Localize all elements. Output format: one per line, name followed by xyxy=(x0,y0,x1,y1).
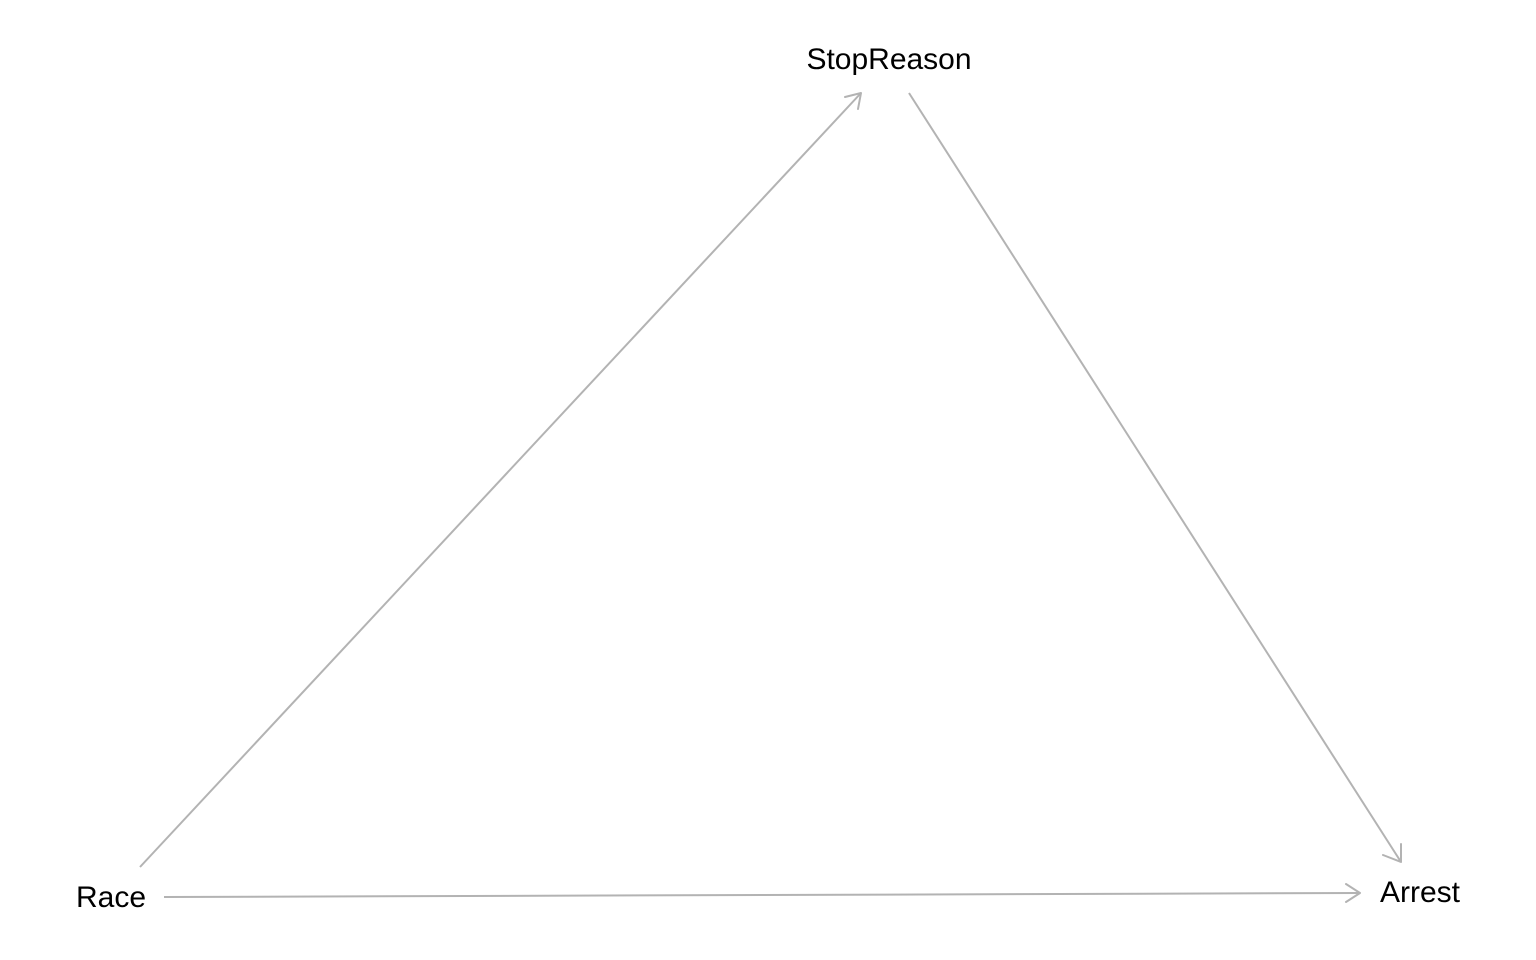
node-race: Race xyxy=(76,881,146,914)
edge-race-to-stopreason xyxy=(139,92,862,868)
nodes: Race StopReason Arrest xyxy=(76,43,1461,914)
edge-line xyxy=(908,92,1402,863)
edge-line xyxy=(163,892,1361,898)
edge-line xyxy=(139,92,862,868)
node-stopreason: StopReason xyxy=(806,43,971,76)
node-arrest: Arrest xyxy=(1380,876,1461,909)
arrowhead-icon xyxy=(1382,843,1402,863)
edges xyxy=(139,92,1402,903)
arrowhead-icon xyxy=(1345,883,1361,903)
edge-stopreason-to-arrest xyxy=(908,92,1402,863)
arrowhead-icon xyxy=(844,92,862,110)
edge-race-to-arrest xyxy=(163,883,1361,903)
